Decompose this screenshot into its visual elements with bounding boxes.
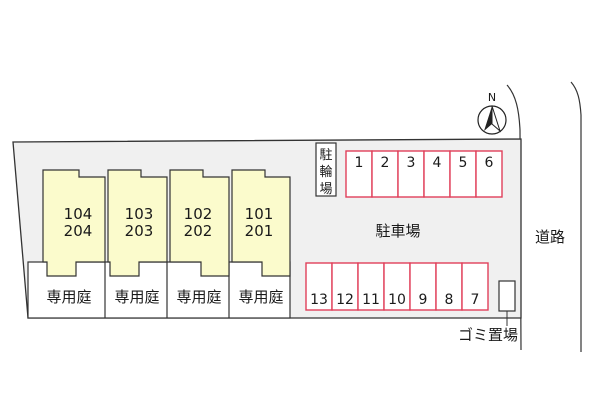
parking-space-number: 13 [310, 292, 328, 308]
parking-space [475, 150, 503, 198]
parking-space-number: 12 [336, 292, 354, 308]
parking-space [423, 150, 451, 198]
private-garden-label: 専用庭 [176, 288, 221, 306]
parking-space [461, 262, 489, 311]
unit-number-lower: 201 [245, 222, 274, 240]
parking-space-number: 3 [407, 155, 416, 171]
unit-103-203 [107, 169, 168, 277]
compass-north-label: N [488, 91, 496, 104]
unit-number-lower: 203 [125, 222, 154, 240]
bicycle-parking-char: 場 [319, 182, 332, 197]
parking-space-number: 10 [388, 292, 406, 308]
road-label: 道路 [535, 228, 565, 246]
parking-space-number: 6 [485, 155, 494, 171]
parking-lot-label: 駐車場 [375, 222, 420, 240]
unit-102-202 [169, 169, 230, 277]
unit-104-204 [42, 169, 106, 277]
unit-number-lower: 202 [184, 222, 213, 240]
parking-space-number: 11 [362, 292, 380, 308]
parking-space [435, 262, 463, 311]
unit-number-upper: 104 [64, 205, 93, 223]
unit-101-201 [231, 169, 291, 277]
parking-space [331, 262, 359, 311]
unit-number-upper: 103 [125, 205, 154, 223]
parking-row-top: 1 2 3 4 5 6 [345, 150, 503, 198]
unit-number-lower: 204 [64, 222, 93, 240]
north-arrow-icon-half [491, 105, 502, 133]
parking-space [383, 262, 411, 311]
private-garden-label: 専用庭 [238, 288, 283, 306]
bicycle-parking-char: 輪 [319, 164, 332, 180]
compass: N [477, 91, 507, 135]
road-edge-left [506, 84, 522, 351]
garbage-area [498, 280, 516, 312]
bicycle-parking-char: 駐 [319, 148, 332, 163]
private-garden-label: 専用庭 [114, 288, 159, 306]
garbage-area-label: ゴミ置場 [458, 326, 518, 344]
parking-space-number: 9 [419, 292, 428, 308]
parking-space-number: 7 [471, 292, 480, 308]
unit-number-upper: 101 [245, 205, 274, 223]
bicycle-parking [315, 142, 337, 197]
private-garden-strip: 専用庭 専用庭 専用庭 専用庭 [27, 261, 291, 319]
road-edge-right [570, 81, 582, 352]
building: 104 204 103 203 102 202 101 201 [42, 169, 291, 277]
north-arrow-icon [484, 106, 492, 131]
parking-space-number: 2 [381, 155, 390, 171]
parking-space [409, 262, 437, 311]
parking-space-number: 5 [459, 155, 468, 171]
parking-row-bottom: 13 12 11 10 9 8 7 [305, 262, 489, 311]
unit-number-upper: 102 [184, 205, 213, 223]
parking-space [371, 150, 399, 198]
parking-space [357, 262, 385, 311]
parking-space-number: 8 [445, 292, 454, 308]
parking-space-number: 1 [355, 155, 364, 171]
private-garden-label: 専用庭 [46, 288, 91, 306]
parking-space-number: 4 [433, 155, 442, 171]
parking-space [305, 262, 333, 311]
